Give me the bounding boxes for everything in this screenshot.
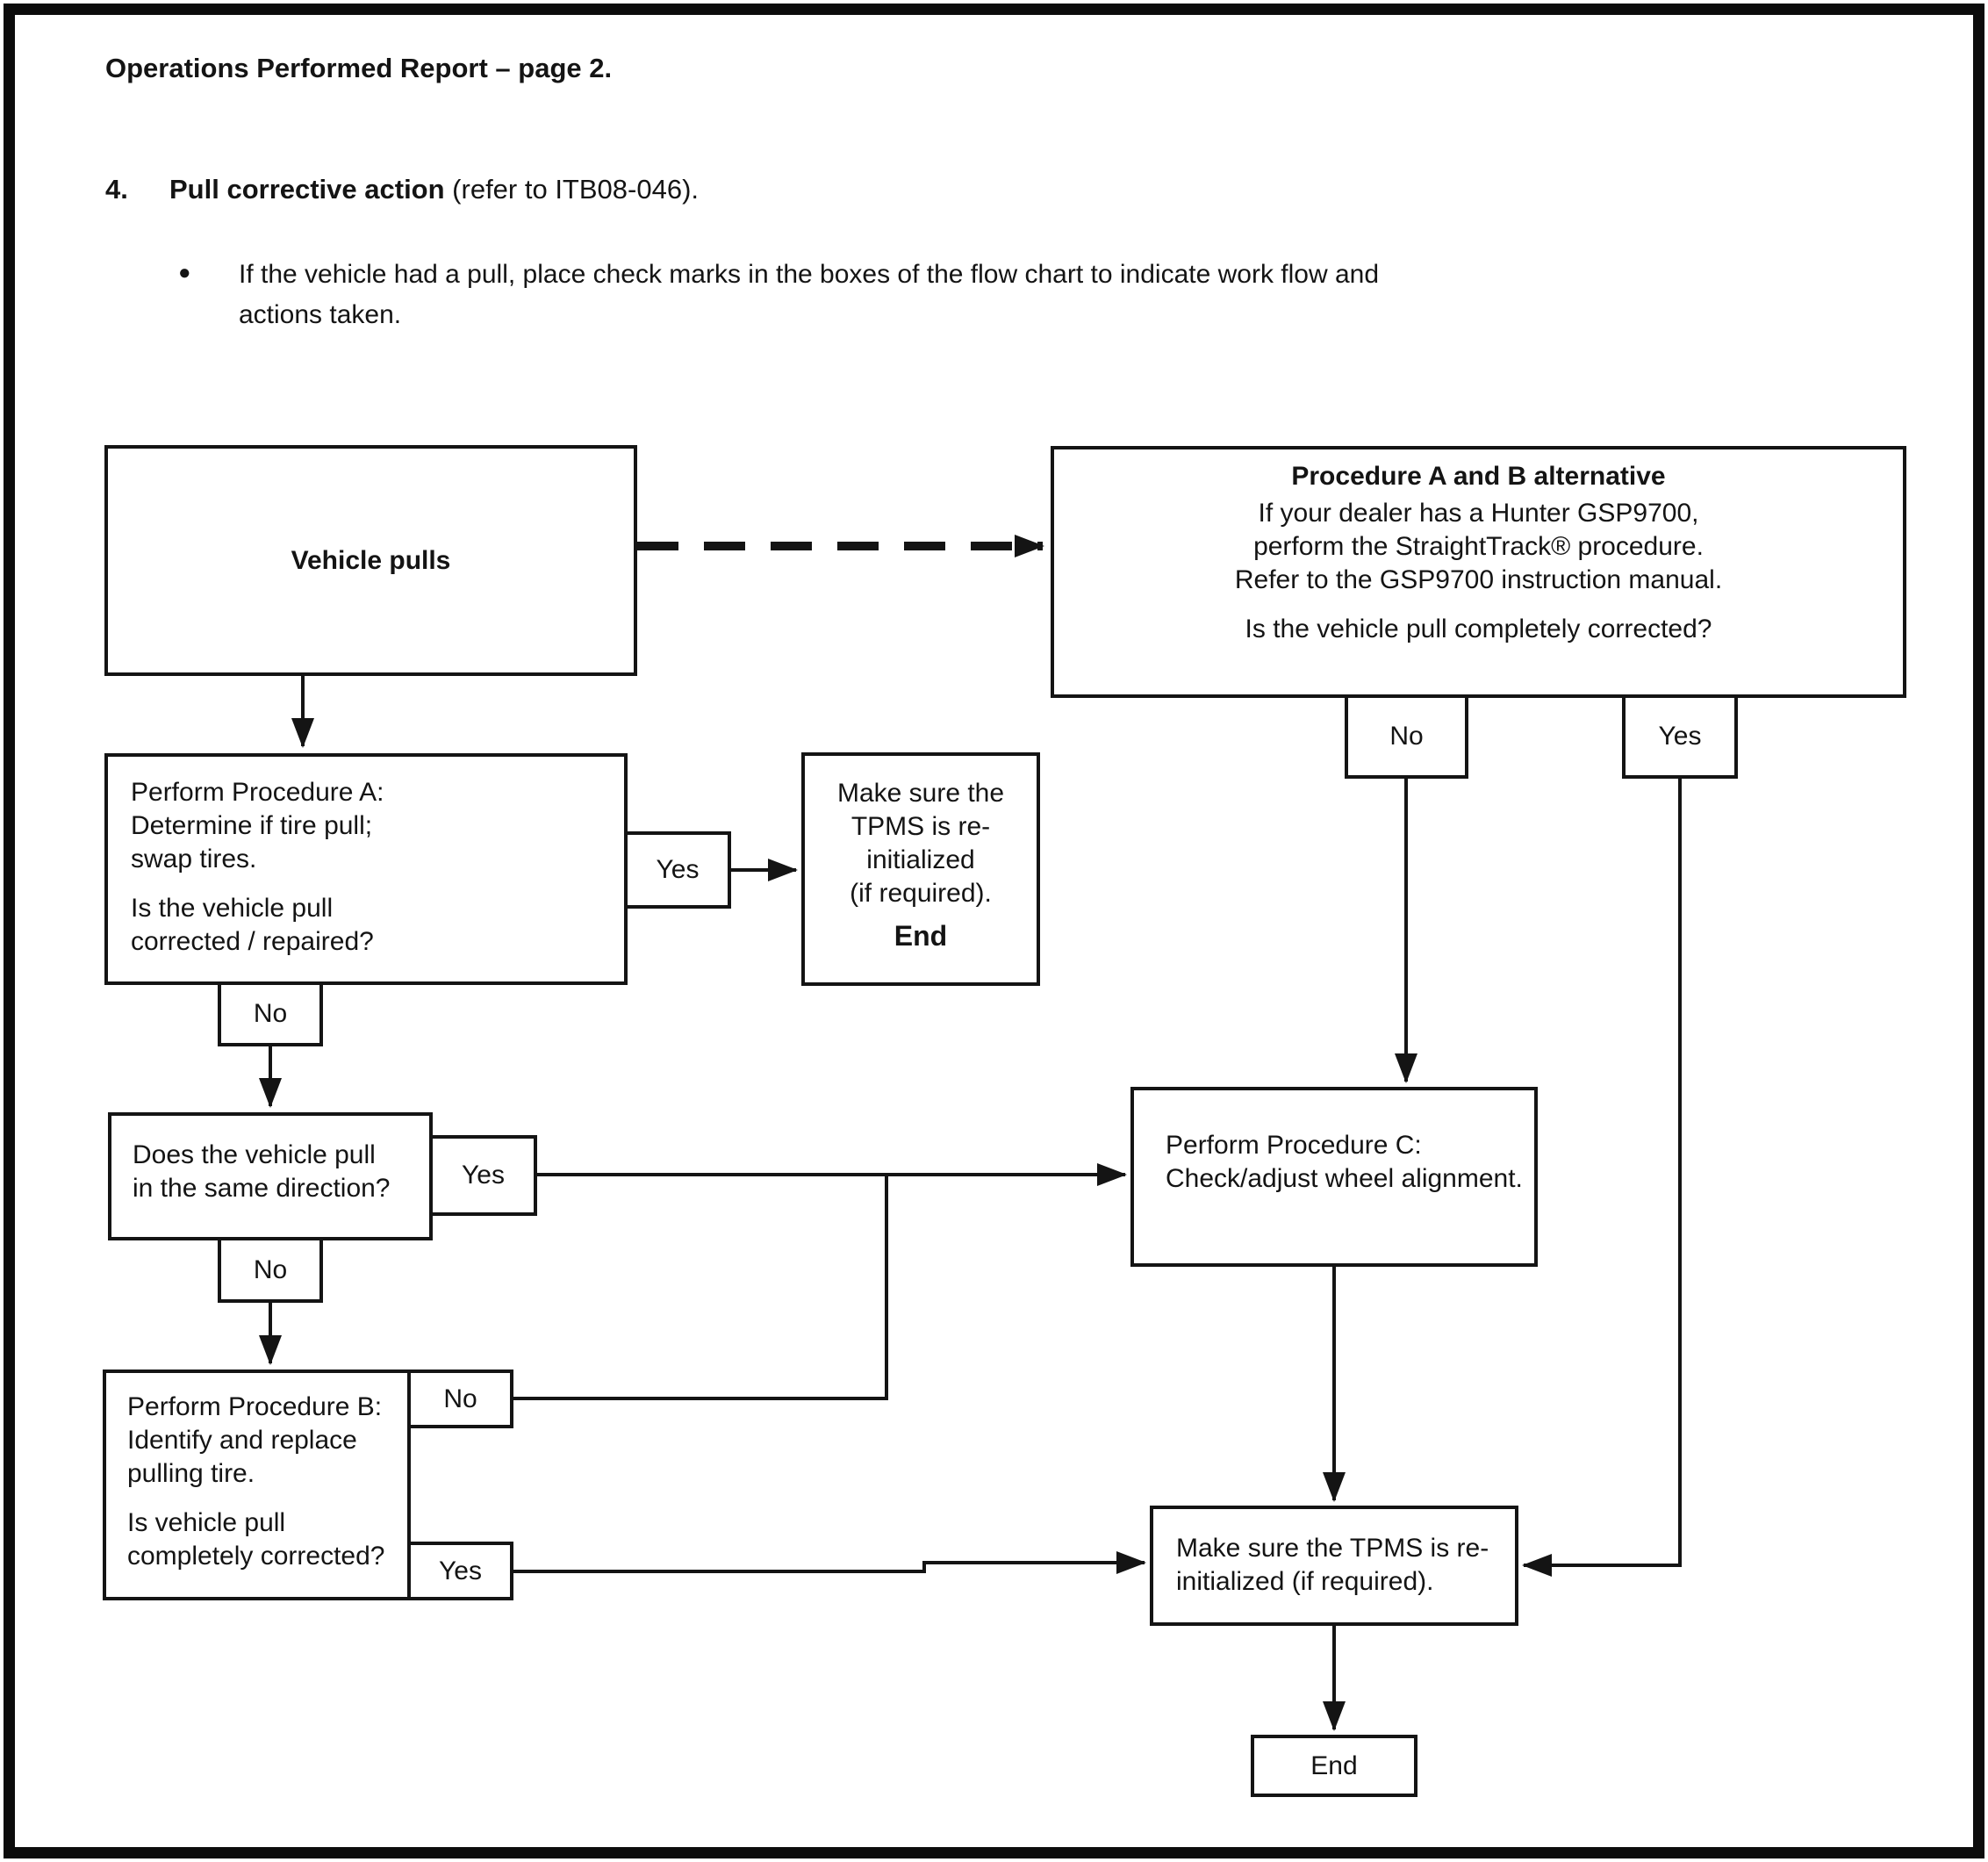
- bullet-line-2: actions taken.: [239, 300, 402, 329]
- node-tpms-reinit: Make sure the TPMS is re- initialized (i…: [1150, 1506, 1518, 1626]
- tab-proc-b-no-label: No: [443, 1384, 477, 1413]
- page-border: [4, 4, 1984, 1858]
- vehicle-pulls-label: Vehicle pulls: [291, 545, 451, 575]
- tab-proc-a-no-label: No: [253, 999, 288, 1028]
- proc-c-line-2: Check/adjust wheel alignment.: [1166, 1164, 1523, 1193]
- tab-alt-no: No: [1345, 694, 1468, 779]
- tpms-end-line-1: Make sure the: [836, 779, 1005, 808]
- page-title: Operations Performed Report – page 2.: [105, 53, 613, 83]
- section-item-4: 4. Pull corrective action (refer to ITB08…: [105, 174, 699, 205]
- node-vehicle-pulls: Vehicle pulls: [104, 445, 637, 676]
- proc-b-line-1: Perform Procedure B:: [127, 1392, 383, 1421]
- node-end: End: [1251, 1735, 1417, 1797]
- proc-b-line-2: Identify and replace: [127, 1426, 357, 1455]
- proc-ab-body-line-1: If your dealer has a Hunter GSP9700,: [1258, 499, 1699, 528]
- spacer: [1054, 597, 1903, 613]
- proc-a-question-line-1: Is the vehicle pull: [131, 894, 334, 923]
- tab-proc-b-yes-label: Yes: [439, 1556, 482, 1585]
- node-procedure-ab-alternative: Procedure A and B alternative If your de…: [1051, 446, 1906, 698]
- proc-a-line-1: Perform Procedure A:: [131, 778, 384, 807]
- bullet-line-1: If the vehicle had a pull, place check m…: [239, 260, 1380, 289]
- proc-ab-body-line-2: perform the StraightTrack® procedure.: [1253, 532, 1704, 561]
- tab-alt-yes-label: Yes: [1658, 722, 1702, 751]
- tab-proc-a-no: No: [218, 981, 323, 1046]
- tab-proc-b-no: No: [407, 1370, 513, 1428]
- tpms2-line-1: Make sure the TPMS is re-: [1176, 1534, 1489, 1563]
- bullet-icon: ●: [178, 261, 191, 284]
- item-number: 4.: [105, 174, 128, 205]
- spacer: [127, 1491, 402, 1506]
- tab-does-pull-yes-label: Yes: [462, 1161, 505, 1190]
- tab-does-pull-no-label: No: [253, 1255, 288, 1284]
- arrow-alt-yes-to-tpms: [1522, 779, 1682, 1577]
- arrow-proc-b-yes-to-tpms: [513, 1551, 1146, 1574]
- item-suffix: (refer to ITB08-046).: [444, 174, 700, 205]
- tab-alt-yes: Yes: [1622, 694, 1738, 779]
- proc-ab-title: Procedure A and B alternative: [1291, 462, 1666, 491]
- spacer: [131, 876, 615, 892]
- tpms-end-line-4: (if required).: [850, 879, 992, 908]
- proc-b-line-3: pulling tire.: [127, 1459, 255, 1488]
- tab-proc-b-yes: Yes: [407, 1542, 513, 1600]
- node-tpms-reinit-end: Make sure the TPMS is re- initialized (i…: [801, 752, 1040, 986]
- proc-a-line-3: swap tires.: [131, 845, 257, 873]
- line-proc-b-no-junction: [513, 1173, 888, 1400]
- node-procedure-a: Perform Procedure A: Determine if tire p…: [104, 753, 628, 985]
- item-title: Pull corrective action: [169, 174, 445, 205]
- tab-proc-a-yes: Yes: [624, 831, 731, 909]
- proc-a-question-line-2: corrected / repaired?: [131, 927, 374, 956]
- does-pull-line-2: in the same direction?: [133, 1174, 391, 1203]
- bullet-text: If the vehicle had a pull, place check m…: [239, 255, 1379, 335]
- tpms-end-end-label: End: [894, 920, 948, 952]
- node-does-vehicle-pull: Does the vehicle pull in the same direct…: [108, 1112, 433, 1240]
- node-procedure-b: Perform Procedure B: Identify and replac…: [103, 1370, 411, 1600]
- tab-does-pull-no: No: [218, 1237, 323, 1303]
- proc-ab-body-line-3: Refer to the GSP9700 instruction manual.: [1234, 565, 1723, 594]
- tab-proc-a-yes-label: Yes: [656, 855, 700, 884]
- tab-alt-no-label: No: [1389, 722, 1424, 751]
- tpms-end-line-3: initialized: [866, 845, 975, 874]
- tab-does-pull-yes: Yes: [429, 1135, 537, 1216]
- tpms2-line-2: initialized (if required).: [1176, 1567, 1434, 1596]
- proc-ab-question: Is the vehicle pull completely corrected…: [1245, 615, 1712, 643]
- proc-b-question-line-1: Is vehicle pull: [127, 1508, 286, 1537]
- node-procedure-c: Perform Procedure C: Check/adjust wheel …: [1130, 1087, 1538, 1267]
- proc-a-line-2: Determine if tire pull;: [131, 811, 373, 840]
- tpms-end-line-2: TPMS is re-: [850, 812, 991, 841]
- proc-c-line-1: Perform Procedure C:: [1166, 1131, 1422, 1160]
- proc-b-question-line-2: completely corrected?: [127, 1542, 385, 1571]
- does-pull-line-1: Does the vehicle pull: [133, 1140, 376, 1169]
- end-label: End: [1310, 1751, 1358, 1780]
